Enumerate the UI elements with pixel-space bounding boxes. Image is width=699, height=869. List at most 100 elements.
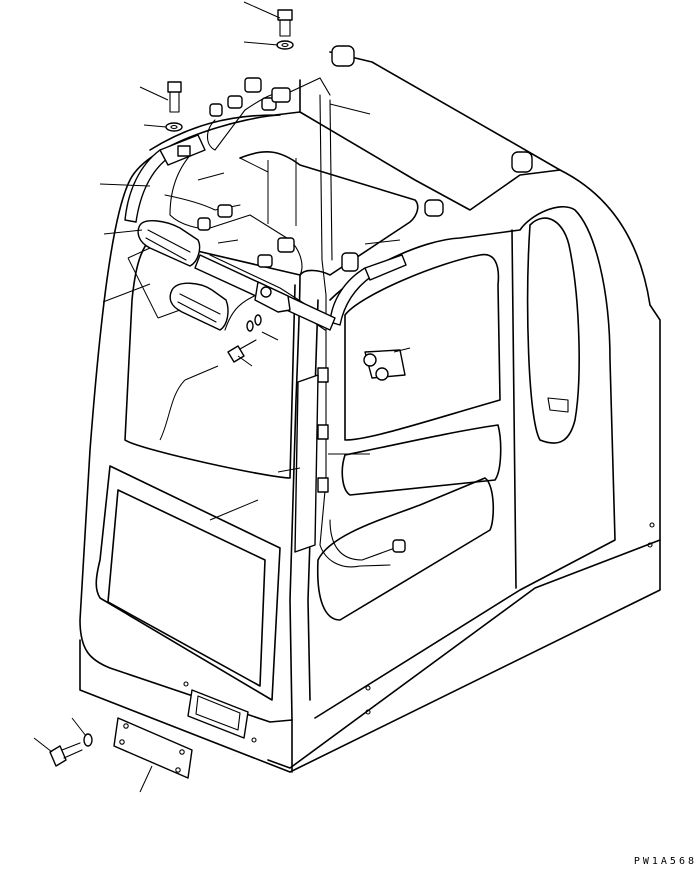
- roof-grommet: [424, 199, 444, 217]
- connector: [257, 254, 273, 268]
- connector: [277, 237, 295, 253]
- cover-plate-hole: [123, 723, 129, 729]
- lamp-washer: [246, 320, 254, 332]
- cover-plate-hole: [119, 739, 125, 745]
- cover-bolt-shank: [61, 742, 83, 759]
- lamp-rail-right: [329, 254, 407, 326]
- rail-clamp: [364, 254, 407, 281]
- front-frame: [79, 114, 293, 723]
- harness-clip: [317, 424, 329, 440]
- windshield-lower-inner: [107, 489, 266, 687]
- door-lower-window: [341, 424, 502, 496]
- connector-bracket: [271, 87, 291, 103]
- connector: [392, 539, 406, 553]
- roof-bolt-shank: [279, 19, 291, 37]
- leader-line: [209, 499, 259, 521]
- harness-clip: [317, 477, 329, 493]
- leader-line: [364, 239, 401, 245]
- leader-line: [329, 103, 371, 115]
- rail-clamp-block: [177, 145, 191, 157]
- left-washer: [165, 122, 183, 132]
- lamp-lens: [177, 301, 217, 323]
- cover-bolt-head: [49, 745, 67, 767]
- door-hinge-line: [511, 229, 517, 589]
- cover-plate: [113, 717, 193, 779]
- rivet: [647, 542, 653, 548]
- mounting-hole: [251, 737, 257, 743]
- roof-grommet: [331, 45, 355, 67]
- harness-pillar-run-2: [329, 99, 333, 261]
- lamp-rail-left: [124, 134, 206, 223]
- leader-line: [127, 247, 151, 259]
- leader-line: [237, 355, 253, 367]
- leader-line: [261, 331, 279, 341]
- harness-pillar-run: [319, 94, 391, 568]
- harness-roof-branch-2: [164, 194, 241, 211]
- leader-line: [184, 365, 219, 381]
- leader-line: [197, 172, 225, 181]
- lamp-washer: [254, 314, 262, 326]
- clamp-nut: [375, 367, 389, 381]
- left-bolt-head: [167, 81, 182, 93]
- connector: [217, 204, 233, 218]
- connector: [209, 103, 223, 117]
- roof-grommet: [341, 252, 359, 272]
- leader-lines: [33, 1, 411, 793]
- lamp-housing: [137, 220, 201, 267]
- roof-bolt-head: [277, 9, 293, 21]
- harness-roof-branch: [169, 149, 303, 276]
- left-bolt-shank: [169, 91, 180, 113]
- leader-line: [103, 229, 143, 235]
- cab-base: [79, 539, 661, 773]
- lamp-lens: [147, 229, 191, 253]
- door-upper-window: [344, 253, 501, 441]
- left-bolt-assembly: [165, 81, 183, 132]
- lamp-fasteners: [227, 314, 262, 363]
- leader-line: [239, 157, 269, 173]
- leader-line: [139, 86, 169, 101]
- base-opening-inner: [195, 695, 241, 731]
- drawing-code: PW1A568: [633, 856, 697, 867]
- leader-line: [157, 309, 181, 319]
- roof-parts: [331, 45, 533, 272]
- cover-washer: [83, 733, 93, 747]
- leader-line: [277, 467, 301, 473]
- leader-line: [71, 717, 87, 737]
- mounting-hole: [183, 681, 189, 687]
- roof-washer: [276, 40, 294, 50]
- cover-plate-hole: [175, 767, 181, 773]
- harness-clip: [317, 367, 329, 383]
- front-corner-pillar: [289, 274, 301, 721]
- lamp-crossbar: [194, 254, 336, 331]
- left-washer-hole: [170, 124, 178, 130]
- leader-line: [127, 257, 159, 319]
- rivet: [365, 709, 371, 715]
- windshield-upper: [124, 151, 419, 479]
- cover-plate-assembly: [49, 681, 257, 779]
- rivet: [365, 685, 371, 691]
- roof-washer-hole: [281, 42, 289, 48]
- rivet: [649, 522, 655, 528]
- rear-side-window: [526, 217, 580, 444]
- roof-left-rail: [149, 111, 301, 151]
- leader-line: [99, 183, 151, 187]
- work-lamp-lower: [169, 282, 229, 331]
- lamp-housing: [169, 282, 229, 331]
- lamp-lens: [179, 293, 221, 315]
- cover-plate-hole: [179, 749, 185, 755]
- harness-guard-strip: [294, 374, 319, 553]
- door-bottom-panel: [316, 477, 495, 621]
- connectors: [197, 77, 406, 553]
- connector: [244, 77, 262, 93]
- crossbar-mount: [254, 281, 291, 313]
- rear-window-latch: [547, 397, 569, 413]
- leader-line: [393, 347, 411, 353]
- leader-line: [102, 283, 151, 303]
- roof-grommet: [511, 151, 533, 173]
- side-clamp: [363, 349, 406, 381]
- leader-line: [139, 765, 153, 793]
- leader-line: [243, 41, 279, 46]
- roof-bolt-assembly: [276, 9, 294, 50]
- leader-line: [217, 239, 239, 244]
